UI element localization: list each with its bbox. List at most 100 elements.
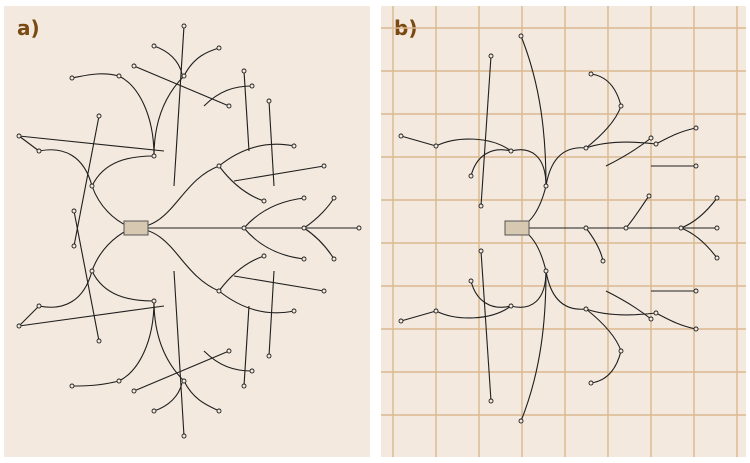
branch-26	[303, 227, 335, 260]
node-26	[646, 193, 652, 199]
node-29	[693, 163, 699, 169]
node-44	[301, 225, 307, 231]
node-48	[226, 348, 232, 354]
branch-25	[585, 227, 604, 262]
branch-1	[131, 165, 220, 229]
branch-12	[585, 141, 657, 149]
node-4	[583, 145, 589, 151]
node-3	[89, 183, 95, 189]
node-18	[216, 408, 222, 414]
branch-18	[480, 250, 492, 402]
branch-23	[655, 127, 697, 145]
branch-19	[520, 35, 547, 187]
node-28	[714, 255, 720, 261]
branch-41	[153, 45, 183, 75]
node-19	[518, 33, 524, 39]
branch-33	[133, 65, 230, 107]
branch-31	[73, 115, 100, 247]
node-17	[69, 383, 75, 389]
node-15	[398, 133, 404, 139]
node-24	[693, 326, 699, 332]
branch-19	[218, 143, 295, 167]
node-1	[216, 163, 222, 169]
branch-42	[153, 382, 183, 412]
branch-32	[73, 210, 100, 342]
node-9	[468, 278, 474, 284]
branch-7	[38, 270, 93, 308]
branch-3	[510, 149, 547, 187]
branch-13	[585, 308, 622, 352]
node-12	[653, 141, 659, 147]
branch-9	[470, 280, 512, 308]
node-9	[116, 73, 122, 79]
branch-22	[590, 350, 622, 384]
branch-12	[153, 300, 185, 382]
branch-21	[218, 290, 295, 314]
branch-17	[480, 55, 492, 207]
node-21	[291, 308, 297, 314]
node-1	[543, 183, 549, 189]
branch-10	[435, 305, 512, 319]
branch-43	[233, 165, 325, 182]
node-25	[600, 258, 606, 264]
node-42	[321, 288, 327, 294]
node-5	[508, 303, 514, 309]
node-45	[71, 243, 77, 249]
node-21	[588, 71, 594, 77]
branch-15	[400, 135, 437, 147]
branch-7	[470, 149, 512, 177]
root-node	[504, 220, 530, 236]
node-13	[618, 348, 624, 354]
node-47	[226, 103, 232, 109]
branch-15	[71, 73, 120, 79]
node-6	[583, 306, 589, 312]
node-2	[216, 288, 222, 294]
node-30	[96, 338, 102, 344]
branch-21	[590, 73, 622, 107]
branch-6	[545, 270, 587, 310]
node-31	[648, 135, 654, 141]
branch-14	[585, 308, 657, 316]
node-24	[301, 256, 307, 262]
branch-6	[91, 155, 155, 187]
node-16	[398, 318, 404, 324]
branch-17	[71, 380, 120, 387]
branch-35	[243, 70, 250, 152]
node-23	[693, 125, 699, 131]
node-32	[131, 388, 137, 394]
node-20	[261, 198, 267, 204]
branch-34	[133, 350, 230, 392]
node-13	[16, 133, 22, 139]
branch-25	[303, 197, 335, 229]
panel-a-label: a)	[17, 16, 40, 40]
node-22	[588, 380, 594, 386]
branch-37	[268, 100, 275, 187]
branch-20	[520, 270, 547, 422]
branch-27	[173, 25, 185, 187]
node-8	[433, 143, 439, 149]
branch-23	[243, 197, 305, 229]
node-23	[301, 195, 307, 201]
node-41	[321, 163, 327, 169]
node-37	[249, 83, 255, 89]
node-12	[181, 378, 187, 384]
branch-22	[218, 255, 265, 292]
branch-38	[268, 270, 275, 357]
branch-20	[218, 165, 265, 202]
branch-8	[91, 270, 155, 302]
node-33	[623, 225, 629, 231]
node-46	[71, 208, 77, 214]
node-11	[116, 378, 122, 384]
panel-b: b)	[381, 6, 746, 457]
node-34	[241, 383, 247, 389]
tree-diagram-freeform	[16, 23, 362, 439]
node-8	[151, 298, 157, 304]
node-16	[216, 45, 222, 51]
node-22	[261, 253, 267, 259]
node-11	[618, 103, 624, 109]
node-7	[36, 303, 42, 309]
node-34	[583, 225, 589, 231]
node-19	[291, 143, 297, 149]
node-0	[356, 225, 362, 231]
tree-diagram-grid	[381, 6, 746, 457]
